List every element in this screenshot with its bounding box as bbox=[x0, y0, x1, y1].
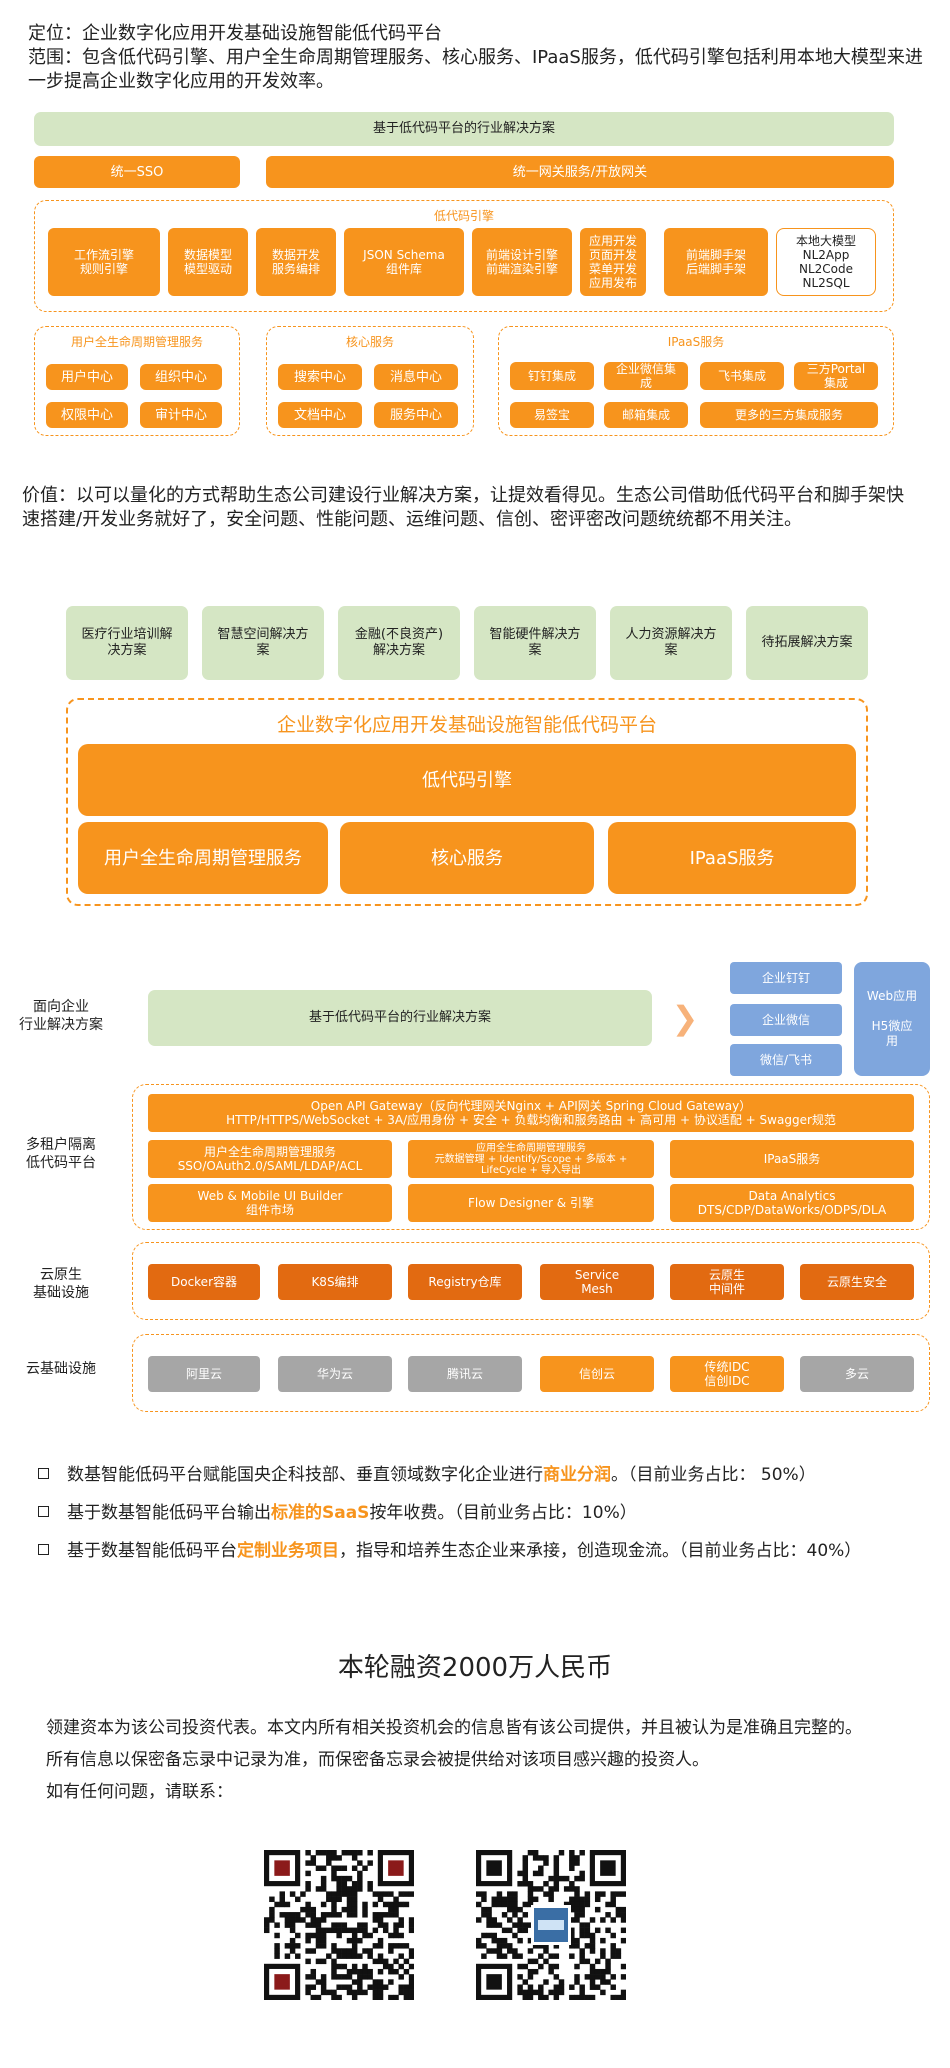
d3-cloud-item: 腾讯云 bbox=[408, 1356, 522, 1392]
d1-engine-box: 应用开发 页面开发 菜单开发 应用发布 bbox=[580, 228, 646, 296]
d2-solution: 待拓展解决方案 bbox=[746, 606, 868, 680]
d3-platform-group bbox=[132, 1084, 930, 1230]
funding-p1: 领建资本为该公司投资代表。本文内所有相关投资机会的信息皆有该公司提供，并且被认为… bbox=[46, 1718, 862, 1738]
d3-solution-bar: 基于低代码平台的行业解决方案 bbox=[148, 990, 652, 1046]
d1-ipaas-item: 钉钉集成 bbox=[510, 362, 594, 390]
d1-ipaas-item: 邮箱集成 bbox=[604, 402, 688, 428]
d1-core-item: 文档中心 bbox=[278, 402, 362, 428]
d1-user-group: 用户全生命周期管理服务 bbox=[34, 326, 240, 436]
d3-web-app: Web应用 H5微应 用 bbox=[854, 962, 930, 1076]
d3-cloudnative-item: Docker容器 bbox=[148, 1264, 260, 1300]
intro-positioning: 定位：企业数字化应用开发基础设施智能低代码平台 bbox=[28, 23, 442, 44]
d2-solution: 人力资源解决方 案 bbox=[610, 606, 732, 680]
d2-platform-group: 企业数字化应用开发基础设施智能低代码平台 bbox=[66, 698, 868, 906]
d1-core-title: 核心服务 bbox=[345, 335, 394, 349]
d3-channel: 企业钉钉 bbox=[730, 962, 842, 994]
d3-cloud-item: 阿里云 bbox=[148, 1356, 260, 1392]
d1-gateway: 统一网关服务/开放网关 bbox=[266, 156, 894, 188]
d3-ui-builder: Web & Mobile UI Builder 组件市场 bbox=[148, 1184, 392, 1222]
d3-cloudnative-item: 云原生安全 bbox=[800, 1264, 914, 1300]
intro-scope-cont: 一步提高企业数字化应用的开发效率。 bbox=[28, 71, 334, 92]
checkbox-square-icon bbox=[38, 1543, 49, 1555]
d1-engine-box: 前端脚手架 后端脚手架 bbox=[664, 228, 768, 296]
d1-ipaas-item: 三方Portal 集成 bbox=[794, 362, 878, 390]
d3-label-solutions: 面向企业 行业解决方案 bbox=[19, 999, 103, 1033]
checkbox-square-icon bbox=[38, 1467, 49, 1479]
d3-cloudnative-group bbox=[132, 1242, 930, 1320]
biz-bullet-3: 基于数基智能低码平台定制业务项目，指导和培养生态企业来承接，创造现金流。（目前业… bbox=[38, 1540, 861, 1562]
d1-ipaas-item: 更多的三方集成服务 bbox=[700, 402, 878, 428]
d1-engine-group: 低代码引擎 bbox=[34, 200, 894, 312]
d1-engine-box: 前端设计引擎 前端渲染引擎 bbox=[472, 228, 572, 296]
d1-engine-box: JSON Schema 组件库 bbox=[344, 228, 464, 296]
d3-openapi: Open API Gateway（反向代理网关Nginx + API网关 Spr… bbox=[148, 1094, 914, 1132]
d1-sso: 统一SSO bbox=[34, 156, 240, 188]
d1-core-item: 服务中心 bbox=[374, 402, 458, 428]
d3-cloudnative-item: K8S编排 bbox=[278, 1264, 392, 1300]
funding-title: 本轮融资2000万人民币 bbox=[337, 1653, 613, 1683]
d1-user-item: 组织中心 bbox=[140, 364, 222, 390]
d2-platform-title: 企业数字化应用开发基础设施智能低代码平台 bbox=[276, 714, 657, 736]
d2-solution: 智能硬件解决方 案 bbox=[474, 606, 596, 680]
d1-core-item: 搜索中心 bbox=[278, 364, 362, 390]
d3-channel: 微信/飞书 bbox=[730, 1044, 842, 1076]
d1-ipaas-item: 飞书集成 bbox=[700, 362, 784, 390]
d3-label-cloudnative: 云原生 基础设施 bbox=[33, 1267, 89, 1301]
d2-solution: 金融(不良资产) 解决方案 bbox=[338, 606, 460, 680]
d1-user-item: 审计中心 bbox=[140, 402, 222, 428]
d3-label-cloud: 云基础设施 bbox=[26, 1361, 96, 1377]
d1-ipaas-title: IPaaS服务 bbox=[667, 335, 725, 349]
d3-channel: 企业微信 bbox=[730, 1004, 842, 1036]
d2-solution: 智慧空间解决方 案 bbox=[202, 606, 324, 680]
qr-code-icon bbox=[264, 1850, 415, 2001]
biz-bullet-2: 基于数基智能低码平台输出标准的SaaS按年收费。（目前业务占比：10%） bbox=[38, 1502, 637, 1524]
d1-user-item: 权限中心 bbox=[46, 402, 128, 428]
d3-cloudnative-item: 云原生 中间件 bbox=[670, 1264, 784, 1300]
funding-p2: 所有信息以保密备忘录中记录为准，而保密备忘录会被提供给对该项目感兴趣的投资人。 bbox=[46, 1750, 709, 1770]
intro-scope: 范围：包含低代码引擎、用户全生命周期管理服务、核心服务、IPaaS服务，低代码引… bbox=[28, 47, 923, 68]
d1-engine-box: 工作流引擎 规则引擎 bbox=[48, 228, 160, 296]
checkbox-square-icon bbox=[38, 1505, 49, 1517]
d1-ipaas-group: IPaaS服务 bbox=[498, 326, 894, 436]
d3-cloudnative-item: Service Mesh bbox=[540, 1264, 654, 1300]
funding-p3: 如有任何问题，请联系： bbox=[46, 1782, 233, 1802]
value-line1: 价值：以可以量化的方式帮助生态公司建设行业解决方案，让提效看得见。生态公司借助低… bbox=[22, 485, 904, 506]
qr-code-icon bbox=[476, 1850, 627, 2001]
d1-user-title: 用户全生命周期管理服务 bbox=[70, 335, 203, 349]
d1-engine-title: 低代码引擎 bbox=[433, 209, 494, 223]
d1-ipaas-item: 易签宝 bbox=[510, 402, 594, 428]
d1-engine-box: 数据模型 模型驱动 bbox=[168, 228, 248, 296]
d2-core: 核心服务 bbox=[340, 822, 594, 894]
d1-ipaas-item: 企业微信集 成 bbox=[604, 362, 688, 390]
d1-solution-bar: 基于低代码平台的行业解决方案 bbox=[34, 112, 894, 146]
d3-ipaas: IPaaS服务 bbox=[670, 1140, 914, 1178]
d1-engine-box: 数据开发 服务编排 bbox=[256, 228, 336, 296]
d3-cloud-item: 传统IDC 信创IDC bbox=[670, 1356, 784, 1392]
d3-cloudnative-item: Registry仓库 bbox=[408, 1264, 522, 1300]
d3-cloud-item: 信创云 bbox=[540, 1356, 654, 1392]
d2-solution: 医疗行业培训解 决方案 bbox=[66, 606, 188, 680]
d3-cloud-item: 华为云 bbox=[278, 1356, 392, 1392]
d3-flow: Flow Designer & 引擎 bbox=[408, 1184, 654, 1222]
d1-core-group: 核心服务 bbox=[266, 326, 474, 436]
biz-bullet-1: 数基智能低码平台赋能国央企科技部、垂直领域数字化企业进行商业分润。（目前业务占比… bbox=[38, 1464, 816, 1486]
d1-core-item: 消息中心 bbox=[374, 364, 458, 390]
d3-user-service: 用户全生命周期管理服务 SSO/OAuth2.0/SAML/LDAP/ACL bbox=[148, 1140, 392, 1178]
d2-user: 用户全生命周期管理服务 bbox=[78, 822, 328, 894]
value-line2: 速搭建/开发业务就好了，安全问题、性能问题、运维问题、信创、密评密改问题统统都不… bbox=[22, 509, 803, 530]
arrow-right-icon: ❯ bbox=[671, 999, 699, 1037]
d3-cloud-group bbox=[132, 1334, 930, 1412]
d1-local-llm: 本地大模型 NL2App NL2Code NL2SQL bbox=[776, 228, 876, 296]
d2-engine: 低代码引擎 bbox=[78, 744, 856, 816]
d3-app-service: 应用全生命周期管理服务 元数据管理 + Identify/Scope + 多版本… bbox=[408, 1140, 654, 1178]
d1-user-item: 用户中心 bbox=[46, 364, 128, 390]
d3-cloud-item: 多云 bbox=[800, 1356, 914, 1392]
d2-ipaas: IPaaS服务 bbox=[608, 822, 856, 894]
d3-data-analytics: Data Analytics DTS/CDP/DataWorks/ODPS/DL… bbox=[670, 1184, 914, 1222]
d3-label-platform: 多租户隔离 低代码平台 bbox=[26, 1137, 96, 1171]
